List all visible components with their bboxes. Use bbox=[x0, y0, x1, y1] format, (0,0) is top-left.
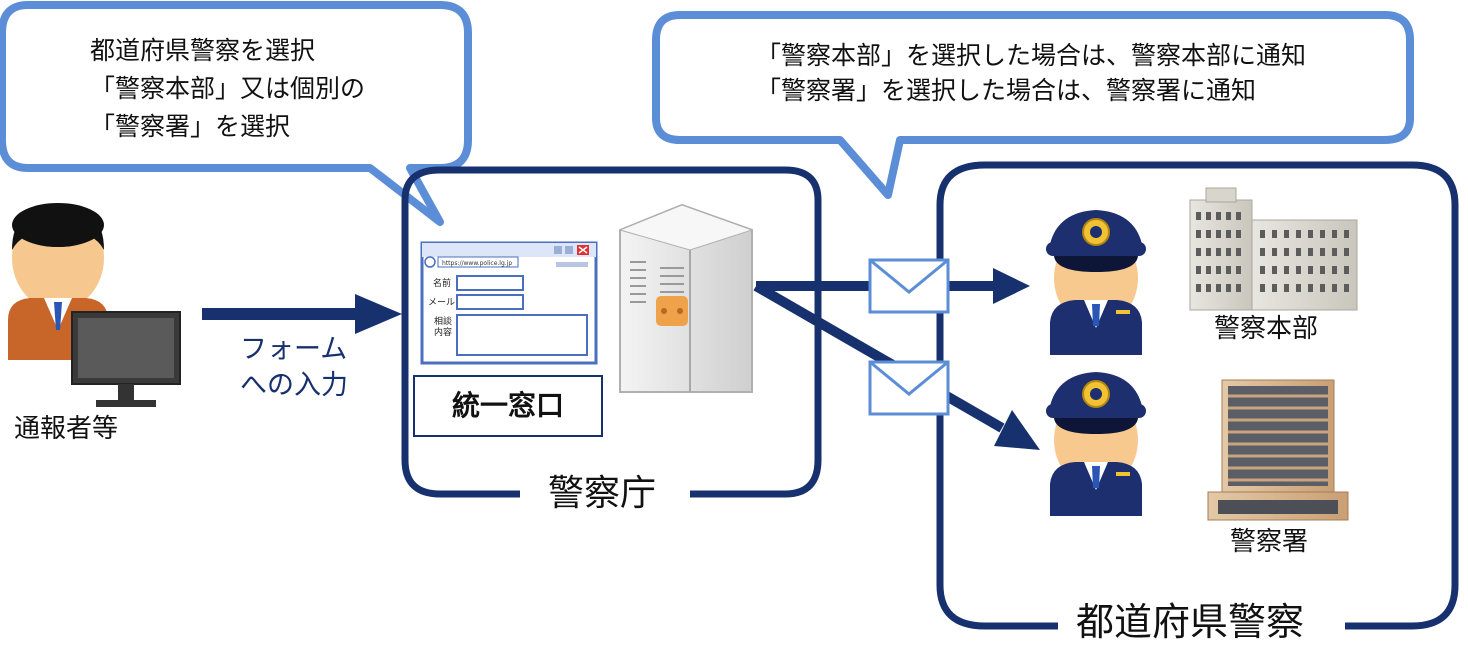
unified-window-label: 統一窓口 bbox=[451, 389, 564, 423]
reporter-icon bbox=[8, 203, 181, 407]
callout-left-line-1: 都道府県警察を選択 bbox=[90, 36, 316, 65]
npa-label: 警察庁 bbox=[548, 473, 657, 514]
form-input-label-line-1: フォーム bbox=[240, 334, 348, 365]
browser-url: https://www.police.lg.jp bbox=[442, 260, 512, 267]
form-input-arrow bbox=[202, 294, 402, 334]
prefectural-group-box bbox=[936, 161, 1459, 630]
form-input-label-line-2: への入力 bbox=[240, 370, 348, 401]
prefectural-police-label: 都道府県警察 bbox=[1076, 600, 1305, 644]
police-hq-building-icon bbox=[1189, 187, 1358, 311]
field-consult-label-1: 相談 bbox=[434, 315, 452, 327]
hq-label: 警察本部 bbox=[1214, 314, 1319, 344]
police-officer-station-icon bbox=[1046, 372, 1146, 516]
field-mail-label: メール bbox=[428, 298, 455, 308]
npa-group-box bbox=[401, 166, 822, 498]
police-officer-hq-icon bbox=[1046, 210, 1146, 355]
mail-envelope-icon-station bbox=[868, 360, 950, 416]
field-name-label: 名前 bbox=[433, 277, 451, 289]
browser-form-window bbox=[420, 241, 598, 365]
field-consult-label-2: 内容 bbox=[434, 326, 452, 338]
server-icon bbox=[618, 203, 754, 393]
mail-envelope-icon-hq bbox=[868, 258, 950, 314]
station-label: 警察署 bbox=[1230, 527, 1309, 557]
callout-right-line-2: 「警察署」を選択した場合は、警察署に通知 bbox=[756, 76, 1257, 105]
reporter-label: 通報者等 bbox=[14, 414, 119, 444]
callout-left-bubble bbox=[0, 1, 472, 226]
callout-right-line-1: 「警察本部」を選択した場合は、警察本部に通知 bbox=[756, 41, 1307, 70]
police-station-building-icon bbox=[1207, 379, 1349, 521]
unified-window-box bbox=[413, 375, 603, 437]
callout-right-bubble bbox=[652, 11, 1414, 199]
callout-left-line-3: 「警察署」を選択 bbox=[90, 112, 291, 141]
callout-left-line-2: 「警察本部」又は個別の bbox=[90, 74, 366, 103]
